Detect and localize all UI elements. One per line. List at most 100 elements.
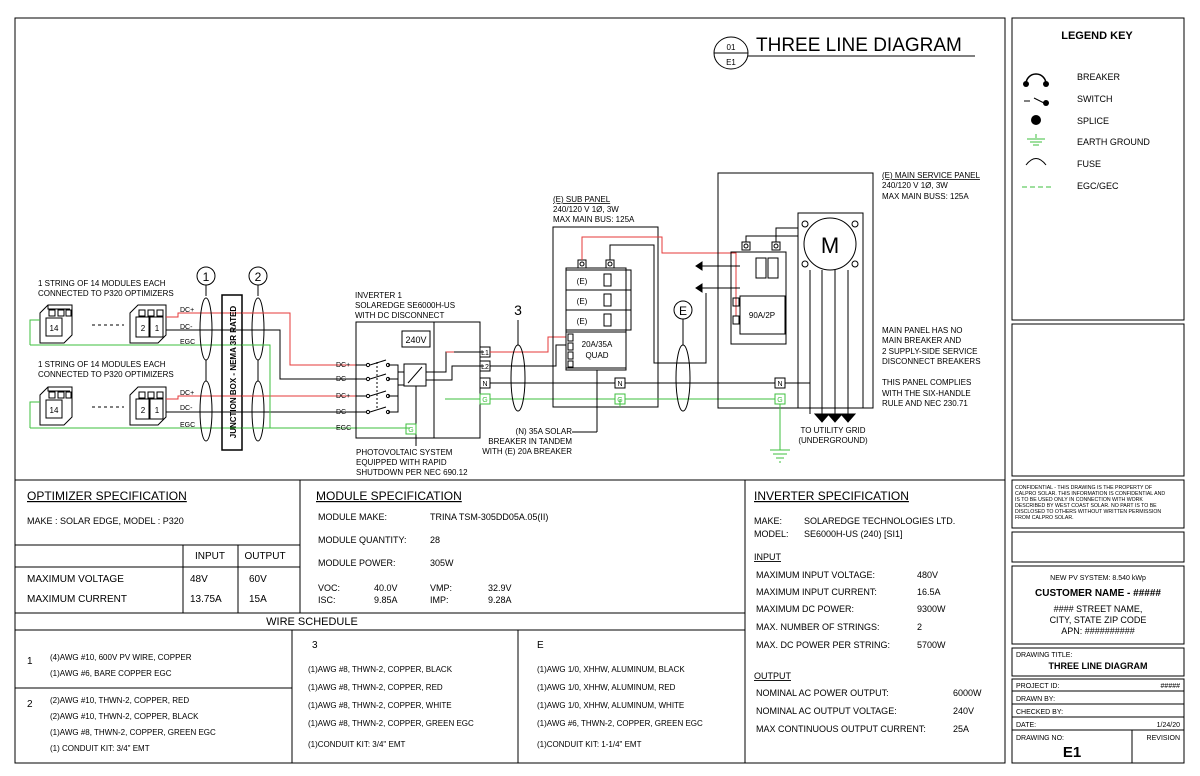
wire-tag-e: E	[537, 640, 544, 651]
drawing-title-value: THREE LINE DIAGRAM	[1049, 661, 1148, 671]
inverter-make-label: MAKE:	[754, 516, 782, 526]
legend-switch: SWITCH	[1077, 94, 1113, 104]
sub-panel-breaker-3: (E)	[565, 309, 632, 331]
dc-disconnect-switches	[356, 351, 484, 436]
legend-breaker: BREAKER	[1077, 72, 1121, 82]
svg-text:QUAD: QUAD	[585, 351, 608, 360]
module-spec-title: MODULE SPECIFICATION	[316, 489, 462, 503]
egc-label-2: EGC	[180, 422, 195, 429]
wire-3-line: (1)AWG #8, THWN-2, COPPER, GREEN EGC	[308, 719, 474, 728]
legend-splice: SPLICE	[1077, 116, 1109, 126]
svg-text:CALPRO SOLAR. THIS INFORMATION: CALPRO SOLAR. THIS INFORMATION IS CONFID…	[1015, 491, 1165, 497]
junction-box-label: JUNCTION BOX - NEMA 3R RATED	[229, 306, 238, 439]
rapid-shutdown-line3: SHUTDOWN PER NEC 690.12	[356, 468, 468, 477]
quad-breaker	[565, 331, 627, 369]
inverter-output-title: OUTPUT	[754, 671, 792, 681]
drawing-no-value: E1	[1063, 744, 1081, 761]
svg-text:(E): (E)	[577, 297, 588, 306]
date-value: 1/24/20	[1157, 722, 1180, 729]
legend-egc-gec: EGC/GEC	[1077, 181, 1119, 191]
solar-breaker-note-line2: BREAKER IN TANDEM	[488, 437, 572, 446]
svg-text:E: E	[679, 304, 687, 318]
dc-plus-label-1: DC+	[180, 307, 194, 314]
terminal-l2: L2	[481, 364, 489, 371]
customer-apn: APN: ##########	[1061, 626, 1135, 636]
module-qty: 28	[430, 535, 440, 545]
project-id-value: #####	[1161, 683, 1181, 690]
svg-text:G: G	[408, 427, 413, 434]
inverter-model-label: MODEL:	[754, 529, 789, 539]
svg-text:CONFIDENTIAL - THIS DRAWING IS: CONFIDENTIAL - THIS DRAWING IS THE PROPE…	[1015, 485, 1152, 491]
svg-text:2: 2	[141, 324, 146, 333]
inverter-input-label: MAXIMUM INPUT VOLTAGE:	[756, 570, 875, 580]
earth-ground-icon	[1027, 134, 1045, 146]
optimizer-string2: 2 1	[129, 386, 167, 426]
inverter-input-value: 16.5A	[917, 587, 941, 597]
svg-text:1: 1	[155, 324, 160, 333]
fuse-icon	[1025, 158, 1047, 166]
wire-2-line: (2)AWG #10, THWN-2, COPPER, RED	[50, 696, 189, 705]
dc-minus-label-1: DC-	[180, 324, 193, 331]
module-power-label: MODULE POWER:	[318, 558, 396, 568]
optimizer-row-input: 48V	[190, 574, 208, 585]
wire-3-line: (1)CONDUIT KIT: 3/4" EMT	[308, 740, 405, 749]
solar-breaker-note-line3: WITH (E) 20A BREAKER	[482, 447, 572, 456]
drawing-no-label: DRAWING NO:	[1016, 735, 1064, 742]
drawn-by-label: DRAWN BY:	[1016, 696, 1055, 703]
wire-3-line: (1)AWG #8, THWN-2, COPPER, BLACK	[308, 665, 453, 674]
string2-label-line2: CONNECTED TO P320 OPTIMIZERS	[38, 370, 174, 379]
inverter-spec-title: INVERTER SPECIFICATION	[754, 489, 909, 503]
svg-text:1: 1	[155, 406, 160, 415]
utility-grid-line1: TO UTILITY GRID	[800, 426, 865, 435]
svg-text:DC+: DC+	[336, 362, 350, 369]
module-make: TRINA TSM-305DD05A.05(II)	[430, 512, 548, 522]
solar-breaker-note-line1: (N) 35A SOLAR	[516, 427, 573, 436]
terminal-g: G	[482, 397, 487, 404]
inverter-voltage: 240V	[405, 335, 426, 345]
module-voc-label: VOC:	[318, 583, 340, 593]
dc-plus-label-2: DC+	[180, 390, 194, 397]
breaker-icon	[1023, 73, 1049, 87]
main-note-line4: DISCONNECT BREAKERS	[882, 357, 981, 366]
main-note-line6: WITH THE SIX-HANDLE	[882, 389, 971, 398]
dc-minus-label-2: DC-	[180, 405, 193, 412]
module-isc-label: ISC:	[318, 595, 336, 605]
junction-box	[221, 294, 243, 451]
inverter-input-value: 5700W	[917, 640, 946, 650]
confidential-notice: CONFIDENTIAL - THIS DRAWING IS THE PROPE…	[1015, 485, 1165, 521]
main-panel-line2: 240/120 V 1Ø, 3W	[882, 181, 948, 190]
inverter-input-title: INPUT	[754, 552, 782, 562]
inverter-output-label: MAX CONTINUOUS OUTPUT CURRENT:	[756, 724, 926, 734]
wire-schedule-title: WIRE SCHEDULE	[266, 616, 358, 628]
svg-text:N: N	[777, 381, 782, 388]
inverter-label-line1: INVERTER 1	[355, 291, 403, 300]
svg-text:IS TO BE USED ONLY IN CONNECTI: IS TO BE USED ONLY IN CONNECTION WITH WO…	[1015, 497, 1143, 503]
optimizer-row-input: 13.75A	[190, 594, 222, 605]
sub-panel-line1: (E) SUB PANEL	[553, 195, 611, 204]
inverter-input-label: MAXIMUM INPUT CURRENT:	[756, 587, 877, 597]
main-frame	[14, 17, 1006, 764]
splice-icon	[1031, 115, 1041, 125]
optimizer-make: MAKE : SOLAR EDGE, MODEL : P320	[27, 516, 184, 526]
pv-module-string2: 14	[39, 386, 73, 426]
wire-e-line: (1)CONDUIT KIT: 1-1/4" EMT	[537, 740, 642, 749]
main-panel-line1: (E) MAIN SERVICE PANEL	[882, 171, 981, 180]
wire-1-line: (1)AWG #6, BARE COPPER EGC	[50, 669, 172, 678]
terminal-n: N	[482, 381, 487, 388]
customer-street: #### STREET NAME,	[1054, 604, 1143, 614]
sub-panel-box	[552, 226, 659, 408]
legend-earth-ground: EARTH GROUND	[1077, 137, 1150, 147]
customer-city: CITY, STATE ZIP CODE	[1050, 615, 1147, 625]
module-power: 305W	[430, 558, 454, 568]
revision-label: REVISION	[1147, 735, 1180, 742]
switch-icon	[1024, 97, 1049, 106]
svg-text:M: M	[821, 233, 839, 258]
date-label: DATE:	[1016, 722, 1036, 729]
inverter-input-label: MAX. DC POWER PER STRING:	[756, 640, 890, 650]
inverter-input-value: 9300W	[917, 604, 946, 614]
wire-e-line: (1)AWG #6, THWN-2, COPPER, GREEN EGC	[537, 719, 703, 728]
inverter-label-line3: WITH DC DISCONNECT	[355, 311, 444, 320]
inverter-output-value: 240V	[953, 706, 974, 716]
